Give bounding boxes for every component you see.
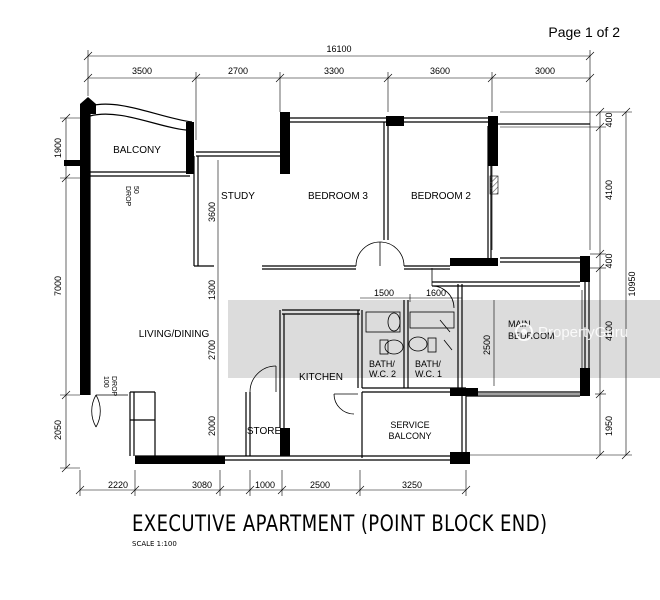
dim-bottom: 3250 [402,480,422,490]
room-bath-2-line1: BATH/ [369,359,395,369]
page-indicator: Page 1 of 2 [548,24,620,40]
dim-top: 3300 [324,66,344,76]
watermark: PropertyGuru [514,322,628,342]
room-kitchen: KITCHEN [299,372,343,383]
dim-corridor: 1300 [207,280,217,300]
drop-label-left: 100 [102,376,109,388]
dim-living-height: 2700 [207,340,217,360]
dim-top: 3500 [132,66,152,76]
plan-title: EXECUTIVE APARTMENT (POINT BLOCK END) [132,512,548,537]
windows [478,166,583,395]
dim-right-outer: 10950 [627,271,637,296]
dim-right-inner: 400 [604,112,614,127]
dim-store-height: 2000 [207,416,217,436]
propertyguru-logo-icon [515,323,533,341]
room-bath-1-line1: BATH/ [415,359,441,369]
dim-bottom: 2220 [108,480,128,490]
room-main-line1: MAIN [508,319,531,329]
room-study: STUDY [221,191,255,202]
room-living-dining: LIVING/DINING [139,329,210,340]
dim-right-inner: 1950 [604,416,614,436]
dim-bath-width-2: 1600 [426,288,446,298]
dimension-labels: 16100 3500 2700 3300 3600 3000 2220 3080… [53,44,637,490]
dim-top: 2700 [228,66,248,76]
room-service-line2: BALCONY [388,431,431,441]
room-service-line1: SERVICE [390,420,429,430]
room-bath-1-line2: W.C. 1 [415,369,442,379]
room-bedroom-2: BEDROOM 2 [411,191,471,202]
room-labels: BALCONY STUDY BEDROOM 3 BEDROOM 2 LIVING… [102,145,555,441]
room-bath-2-line2: W.C. 2 [369,369,396,379]
dim-total-top: 16100 [326,44,351,54]
dim-left: 1900 [53,138,63,158]
watermark-text: PropertyGuru [538,323,629,341]
scale-label: SCALE 1:100 [132,540,177,548]
room-balcony: BALCONY [113,145,161,156]
dim-right-inner: 400 [604,253,614,268]
watermark-band [228,300,660,378]
dim-bottom: 2500 [310,480,330,490]
drop-label-top-2: DROP [124,186,131,207]
drop-label-left-2: DROP [110,376,117,397]
structural-columns [64,97,590,464]
dim-study-height: 3600 [207,202,217,222]
room-store: STORE [247,426,282,437]
dim-right-inner: 4100 [604,180,614,200]
dim-top: 3600 [430,66,450,76]
room-bedroom-3: BEDROOM 3 [308,191,368,202]
dim-bath-height: 2500 [482,335,492,355]
window-column [489,175,499,195]
walls [83,103,590,461]
dimension-lines [60,50,632,496]
drop-label-top: 50 [132,186,139,194]
dim-bath-width-1: 1500 [374,288,394,298]
dim-top: 3000 [535,66,555,76]
bath-fixtures [365,311,455,355]
dim-bottom: 1000 [255,480,275,490]
dim-bottom: 3080 [192,480,212,490]
dim-left: 7000 [53,276,63,296]
doors [91,241,455,428]
dim-left: 2050 [53,420,63,440]
dim-right-inner: 4100 [604,321,614,341]
